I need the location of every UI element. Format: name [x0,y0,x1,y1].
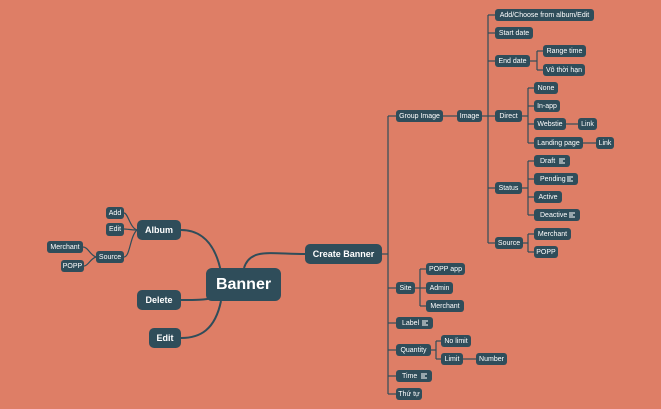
connector-line [180,300,222,339]
connector-line [83,256,97,267]
deactive-node[interactable]: Deactive [534,209,580,221]
in-app-node[interactable]: In-app [534,100,560,112]
draft-node[interactable]: Draft [534,155,570,167]
site-node[interactable]: Site [396,282,415,294]
album-edit-node[interactable]: Edit [106,223,124,236]
admin-node[interactable]: Admin [426,282,453,294]
album-source-node[interactable]: Source [96,251,124,263]
connector-line [180,229,222,273]
active-node[interactable]: Active [534,191,562,203]
direct-node[interactable]: Direct [495,110,522,122]
limit-node[interactable]: Limit [441,353,463,365]
status-node[interactable]: Status [495,182,522,194]
draft-label: Draft [540,157,556,165]
number-node[interactable]: Number [476,353,507,365]
quantity-node[interactable]: Quantity [396,344,431,356]
album-merchant-node[interactable]: Merchant [47,241,83,253]
thu-tu-node[interactable]: Thứ tự [396,388,422,400]
landing-page-link-node[interactable]: Link [596,137,614,149]
note-icon[interactable] [569,212,575,218]
add-choose-album-node[interactable]: Add/Choose from album/Edit [495,9,594,21]
site-merchant-node[interactable]: Merchant [426,300,464,312]
website-link-node[interactable]: Link [578,118,597,130]
deactive-label: Deactive [540,211,568,219]
create-banner-node[interactable]: Create Banner [305,244,382,264]
label-node[interactable]: Label [396,317,433,329]
album-node[interactable]: Album [137,220,181,240]
none-node[interactable]: None [534,82,558,94]
note-icon[interactable] [421,373,427,379]
delete-node[interactable]: Delete [137,290,181,310]
image-node[interactable]: Image [457,110,482,122]
edit-node[interactable]: Edit [149,328,181,348]
note-icon[interactable] [422,320,428,326]
connector-line [82,246,97,258]
connector-line [123,228,138,231]
note-icon[interactable] [559,158,565,164]
no-limit-node[interactable]: No limit [441,335,471,347]
end-date-node[interactable]: End date [495,55,530,67]
connector-line [243,252,306,269]
range-time-node[interactable]: Range time [543,45,586,57]
vo-thoi-han-node[interactable]: Vô thời hạn [543,64,585,76]
pending-label: Pending [540,175,566,183]
pending-node[interactable]: Pending [534,173,578,185]
connector-line [123,212,138,231]
note-icon[interactable] [567,176,573,182]
label-label: Label [402,319,420,327]
source-node[interactable]: Source [495,237,523,249]
root-node-banner[interactable]: Banner [206,268,281,301]
time-label: Time [402,372,418,380]
website-node[interactable]: Webstie [534,118,566,130]
group-image-node[interactable]: Group Image [396,110,443,122]
source-popp-node[interactable]: POPP [534,246,558,258]
landing-page-node[interactable]: Landing page [534,137,583,149]
album-add-node[interactable]: Add [106,207,124,219]
popp-app-node[interactable]: POPP app [426,263,465,275]
source-merchant-node[interactable]: Merchant [534,228,571,240]
start-date-node[interactable]: Start date [495,27,533,39]
time-node[interactable]: Time [396,370,432,382]
album-popp-node[interactable]: POPP [61,260,84,272]
connector-line [123,229,138,258]
